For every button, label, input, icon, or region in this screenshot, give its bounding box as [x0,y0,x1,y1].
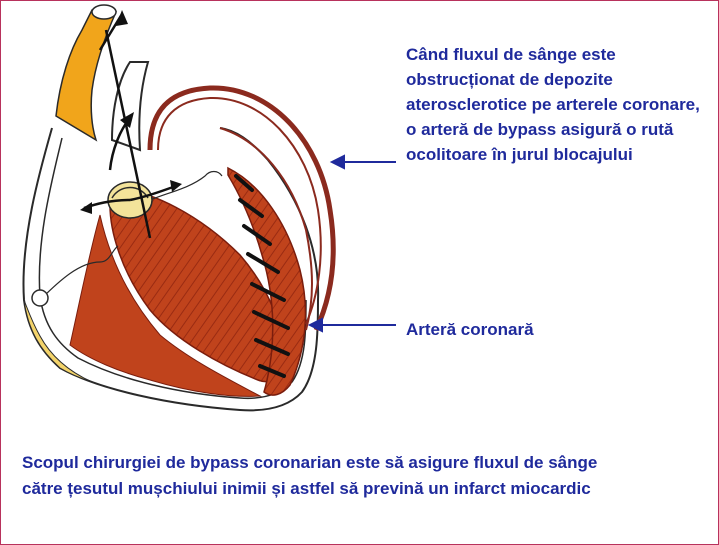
figure-caption: Scopul chirurgiei de bypass coronarian e… [22,450,622,502]
aorta-opening [92,5,116,19]
coronary-sinus [32,290,48,306]
bypass-callout-text: Când fluxul de sânge este obstrucționat … [406,42,706,167]
aorta [56,10,116,140]
coronary-callout-text: Arteră coronară [406,317,666,342]
